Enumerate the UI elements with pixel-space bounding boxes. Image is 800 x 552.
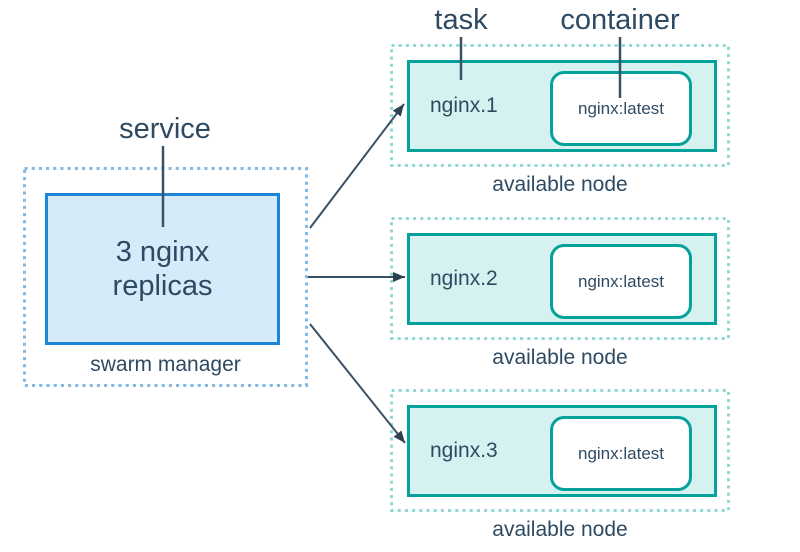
container-box-2: nginx:latest — [550, 244, 692, 319]
task-name-2: nginx.2 — [430, 267, 498, 290]
service-label: service — [119, 113, 211, 145]
available-node-region-1: nginx.1 nginx:latest available node — [390, 44, 730, 204]
manager-dotted-border — [23, 167, 308, 387]
container-image-1: nginx:latest — [578, 98, 664, 118]
container-box-1: nginx:latest — [550, 71, 692, 146]
task-box-2: nginx.2 nginx:latest — [407, 233, 717, 325]
node-dotted-border-2 — [390, 217, 730, 340]
available-node-region-3: nginx.3 nginx:latest available node — [390, 389, 730, 549]
available-node-caption-2: available node — [492, 346, 628, 369]
task-name-1: nginx.1 — [430, 94, 498, 117]
container-box-3: nginx:latest — [550, 416, 692, 491]
available-node-region-2: nginx.2 nginx:latest available node — [390, 217, 730, 377]
container-image-2: nginx:latest — [578, 271, 664, 291]
node-dotted-border-1 — [390, 44, 730, 167]
swarm-manager-region: 3 nginx replicas swarm manager — [23, 167, 308, 387]
service-box-text-line1: 3 nginx — [115, 236, 210, 268]
node-dotted-border-3 — [390, 389, 730, 512]
container-image-3: nginx:latest — [578, 443, 664, 463]
task-box-3: nginx.3 nginx:latest — [407, 405, 717, 497]
task-name-3: nginx.3 — [430, 439, 498, 462]
task-box-1: nginx.1 nginx:latest — [407, 60, 717, 152]
available-node-caption-1: available node — [492, 173, 628, 196]
task-label: task — [434, 4, 488, 36]
container-label: container — [560, 4, 680, 36]
available-node-caption-3: available node — [492, 518, 628, 541]
service-box: 3 nginx replicas — [45, 193, 280, 345]
swarm-manager-caption: swarm manager — [90, 353, 241, 376]
service-box-text-line2: replicas — [112, 270, 213, 302]
